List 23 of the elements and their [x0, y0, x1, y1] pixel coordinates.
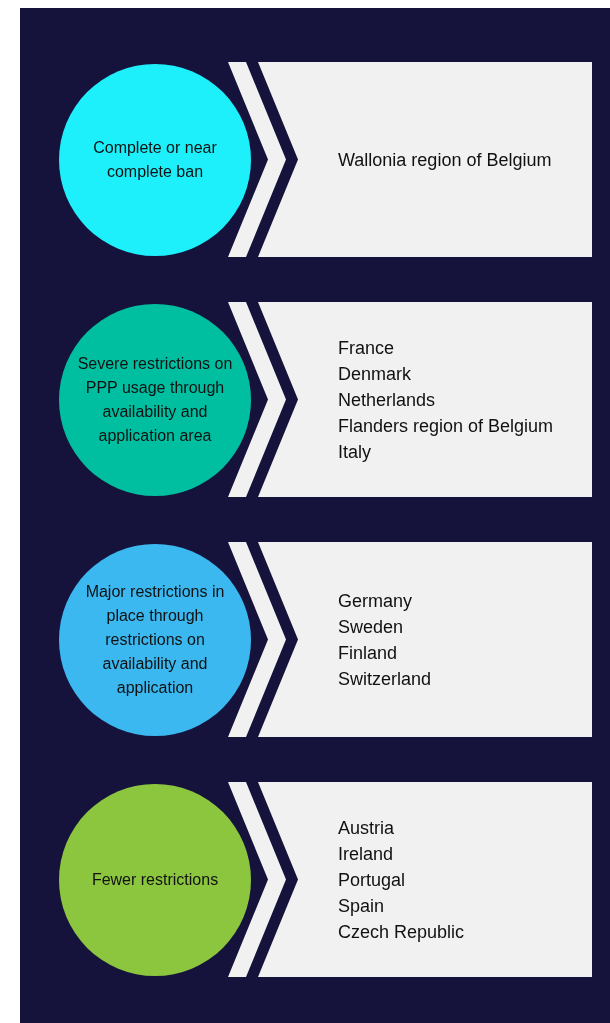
country-text: Italy [338, 440, 372, 464]
country-text: Spain [338, 894, 386, 918]
country-text: Wallonia region of Belgium [338, 148, 553, 172]
category-label: Fewer restrictions [91, 869, 219, 890]
country-text: Austria [338, 816, 396, 840]
country-text: Germany [338, 589, 414, 613]
category-label: Major restrictions in place through restrictions on availability and application [84, 581, 226, 698]
country-text: France [338, 336, 396, 360]
category-label: Severe restrictions on PPP usage through availability and application area [76, 353, 234, 446]
country-text: Portugal [338, 868, 407, 892]
country-text: Netherlands [338, 388, 437, 412]
chevron-arrow [228, 542, 286, 737]
country-text: Czech Republic [338, 920, 466, 944]
country-text: Finland [338, 641, 399, 665]
country-text: Switzerland [338, 667, 433, 691]
chevron-arrow [228, 782, 286, 977]
chevron-arrow [228, 62, 286, 257]
country-text: Sweden [338, 615, 405, 639]
chevron-arrow [228, 302, 286, 497]
country-text: Flanders region of Belgium [338, 414, 555, 438]
country-text: Denmark [338, 362, 413, 386]
category-label: Complete or near complete ban [92, 137, 218, 182]
country-text: Ireland [338, 842, 395, 866]
